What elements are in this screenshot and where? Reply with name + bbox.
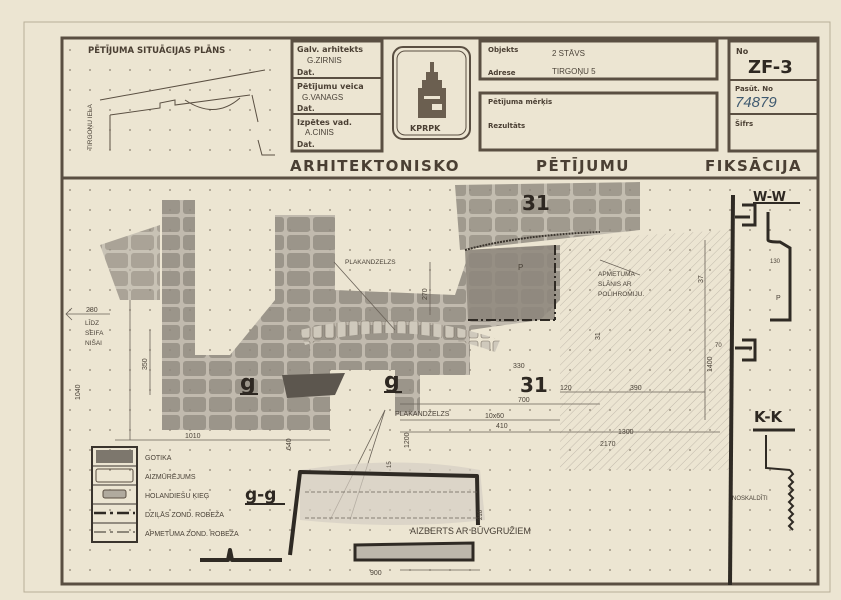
section-mark-gg: g-g [245, 485, 276, 505]
kprpk-logo: KPRPK [392, 46, 471, 140]
dimension-label: 1300 [618, 429, 634, 436]
sheet-title-word: ARHITEKTONISKO [290, 157, 460, 175]
dimension-label: 640 [286, 438, 293, 450]
floor-plan [65, 182, 730, 521]
dimension-label: 2170 [600, 441, 616, 448]
results-label: Rezultāts [488, 122, 525, 130]
annotation-seifa: SEIFA [85, 330, 104, 337]
address-value: TIRGOŅU 5 [552, 67, 596, 76]
date-label: Dat. [297, 140, 315, 149]
dimension-label: 330 [513, 363, 525, 370]
number-value: ZF-3 [748, 57, 793, 78]
sheet-title: ARHITEKTONISKO PĒTĪJUMU FIKSĀCIJA [290, 155, 802, 175]
code-label: Šifrs [735, 119, 753, 128]
number-block: No ZF-3 Pasūt. No 74879 Šifrs [727, 39, 820, 153]
sheet-title-word: PĒTĪJUMU [536, 155, 630, 175]
dimension-label: 390 [630, 385, 642, 392]
survey-lead-value: A.CINIS [305, 128, 334, 137]
annotation-polihromiju: POLIHROMIJU. [598, 291, 644, 298]
date-label: Dat. [297, 68, 315, 77]
date-label: Dat. [297, 104, 315, 113]
annotation-size: 10x60 [485, 413, 504, 420]
section-ww: W-W 130 P [728, 190, 800, 586]
sheet-title-word: FIKSĀCIJA [705, 155, 802, 175]
dimension-label: 130 [770, 259, 781, 265]
dimension-label: 15 [387, 461, 393, 468]
annotation-aizberts: AIZBERTS AR BŪVGRUŽIEM [410, 526, 531, 536]
dimension-label: 1200 [404, 432, 411, 448]
main-frame [60, 36, 820, 586]
researcher-label: Pētījumu veica [297, 82, 364, 91]
site-plan-title: PĒTĪJUMA SITUĀCIJAS PLĀNS [88, 45, 225, 56]
dimension-label: 1400 [707, 356, 714, 372]
number-label: No [736, 47, 749, 56]
chief-architect-label: Galv. arhitekts [297, 45, 363, 54]
annotation-lidz: LĪDZ [85, 319, 99, 327]
dimension-label: 1010 [185, 433, 201, 440]
order-label: Pasūt. No [735, 85, 773, 93]
legend-label: GOTIKA [145, 455, 172, 462]
dimension-label: 1040 [75, 384, 82, 400]
section-mark-kk: K-K [754, 408, 784, 426]
annotation-plakandzelzs: PLAKANDZELZS [345, 259, 396, 266]
object-label: Objekts [488, 46, 518, 54]
legend-label: HOLANDIEŠU ĶIEĢ [145, 491, 209, 500]
address-label: Adrese [488, 69, 516, 77]
outer-border [23, 21, 831, 593]
responsible-persons-block: Galv. arhitekts G.ZIRNIS Dat. Pētījumu v… [290, 39, 384, 153]
legend-label: APMETUMA ZOND. ROBEŽA [145, 529, 239, 538]
section-mark-31: 31 [522, 191, 550, 215]
annotation-noskalditi: NOSKALDĪTI [732, 495, 768, 502]
section-kk: K-K NOSKALDĪTI [732, 408, 795, 531]
chief-architect-value: G.ZIRNIS [307, 56, 342, 65]
order-value: 74879 [735, 94, 777, 111]
street-label: TIRGOŅU IELA [87, 103, 94, 150]
legend-label: AIZMŪRĒJUMS [145, 473, 196, 481]
annotation-slanis: SLĀNIS AR [598, 280, 632, 288]
section-mark-ww: W-W [753, 190, 786, 205]
dimension-label: 120 [560, 385, 572, 392]
dimension-label: 270 [422, 288, 429, 300]
legend-swatch-infill [95, 468, 134, 483]
section-mark-31: 31 [520, 373, 548, 397]
dimension-label: 31 [595, 332, 602, 340]
object-value: 2 STĀVS [552, 49, 585, 58]
dimension-label: 350 [142, 358, 149, 370]
dimension-label: 280 [86, 307, 98, 314]
level-mark-p: P [518, 263, 523, 272]
section-gg: g-g AIZBERTS AR BŪVGRUŽIEM 900 216 15 [200, 461, 531, 577]
dimension-label: 37 [698, 275, 705, 283]
section-mark-g: g [240, 371, 256, 396]
annotation-nisai: NIŠAI [85, 338, 102, 347]
annotation-plakandzelzs: PLAKANDZELZS [395, 411, 450, 418]
level-mark-p: P [776, 295, 781, 302]
survey-lead-label: Izpētes vad. [297, 118, 352, 127]
annotation-apmetuma: APMETUMA [598, 271, 636, 278]
logo-text: KPRPK [410, 124, 441, 133]
section-mark-g: g [384, 369, 400, 394]
object-block: Objekts 2 STĀVS Adrese TIRGOŅU 5 Pētījum… [478, 39, 719, 152]
purpose-label: Pētījuma mērķis [488, 98, 552, 106]
dimension-label: 216 [478, 509, 484, 520]
legend: GOTIKA AIZMŪRĒJUMS HOLANDIEŠU ĶIEĢ DZIĻĀ… [91, 446, 239, 543]
legend-label: DZIĻĀS ZOND. ROBEŽA [145, 510, 224, 519]
researcher-value: G.VANAGS [302, 93, 343, 102]
dimension-label: 700 [518, 397, 530, 404]
dimension-label: 900 [370, 570, 382, 577]
dimension-label: 70 [715, 343, 722, 349]
legend-swatch-gothic [96, 450, 133, 463]
site-plan: PĒTĪJUMA SITUĀCIJAS PLĀNS TIRGOŅU IELA [66, 42, 288, 156]
dimension-label: 410 [496, 423, 508, 430]
legend-swatch-dutch-brick [102, 489, 127, 499]
plan-annotations: g g 31 31 PLAKANDZELZS PLAKANDZELZS 10x6… [75, 191, 722, 450]
